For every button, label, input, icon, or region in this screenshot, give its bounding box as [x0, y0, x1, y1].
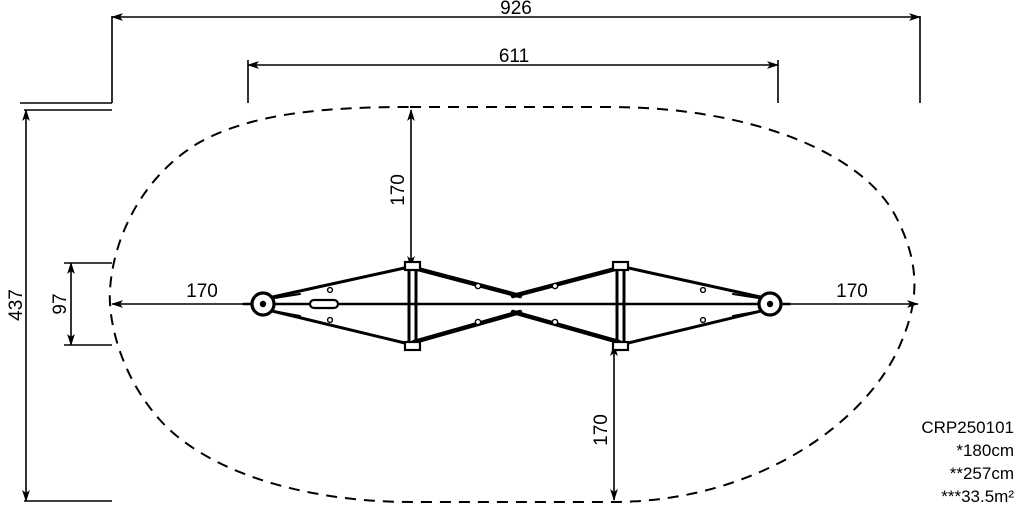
parasol-frame-group: [242, 260, 791, 352]
left-rib-upper-inner: [411, 265, 523, 299]
right-rib-lower-outer: [622, 308, 767, 346]
dim-label-170-left: 170: [186, 281, 218, 302]
dim-label-170-top: 170: [388, 174, 409, 206]
canopy-outline-path: [108, 106, 916, 503]
left-outer-joint-lower: [326, 316, 334, 324]
dim-label-611: 611: [499, 46, 529, 67]
dimension-611-group: 611: [247, 46, 779, 103]
right-rib-joint-lower: [551, 318, 559, 326]
right-rib-upper-outer: [622, 265, 767, 300]
dim-label-926: 926: [500, 0, 532, 19]
product-code: CRP250101: [921, 418, 1014, 437]
left-outer-joint-upper: [326, 286, 334, 294]
left-rib-joint-lower: [474, 318, 482, 326]
right-mast-cap-top: [611, 260, 630, 272]
left-rib-joint-upper: [474, 282, 482, 290]
dimension-437-group: 437: [6, 109, 112, 502]
product-spec-three: ***33.5m²: [941, 487, 1014, 506]
dimension-170-top-group: 170: [388, 109, 415, 268]
dimension-926-group: 926: [20, 0, 921, 104]
dim-label-170-right: 170: [836, 281, 868, 302]
left-rib-lower-inner: [411, 309, 523, 345]
dim-label-170-bottom: 170: [591, 414, 612, 446]
dim-label-437: 437: [6, 289, 27, 321]
dimension-170-bottom-group: 170: [591, 344, 618, 501]
dimension-170-right-group: 170: [768, 281, 919, 308]
right-rib-upper-inner: [510, 265, 622, 299]
product-info-block: CRP250101 *180cm **257cm ***33.5m²: [921, 418, 1014, 506]
left-mast-cap-bottom: [403, 340, 422, 352]
product-spec-two: **257cm: [950, 464, 1014, 483]
left-mast-cap-top: [403, 260, 422, 272]
dimension-170-left-group: 170: [111, 281, 258, 308]
dim-label-97: 97: [50, 293, 71, 314]
right-outer-joint-upper: [699, 286, 707, 294]
right-mast-cap-bottom: [611, 340, 630, 352]
right-anchor-hub-center: [766, 300, 774, 308]
left-rib-upper-outer: [266, 265, 411, 300]
left-rib-lower-outer: [266, 308, 411, 346]
product-spec-one: *180cm: [956, 441, 1014, 460]
left-anchor-hub-center: [259, 300, 267, 308]
right-rib-lower-inner: [510, 309, 622, 345]
right-rib-joint-upper: [551, 282, 559, 290]
dimension-97-group: 97: [50, 262, 112, 346]
right-outer-joint-lower: [699, 316, 707, 324]
left-slider-collar: [308, 298, 340, 310]
canopy-outline-group: [108, 106, 916, 503]
